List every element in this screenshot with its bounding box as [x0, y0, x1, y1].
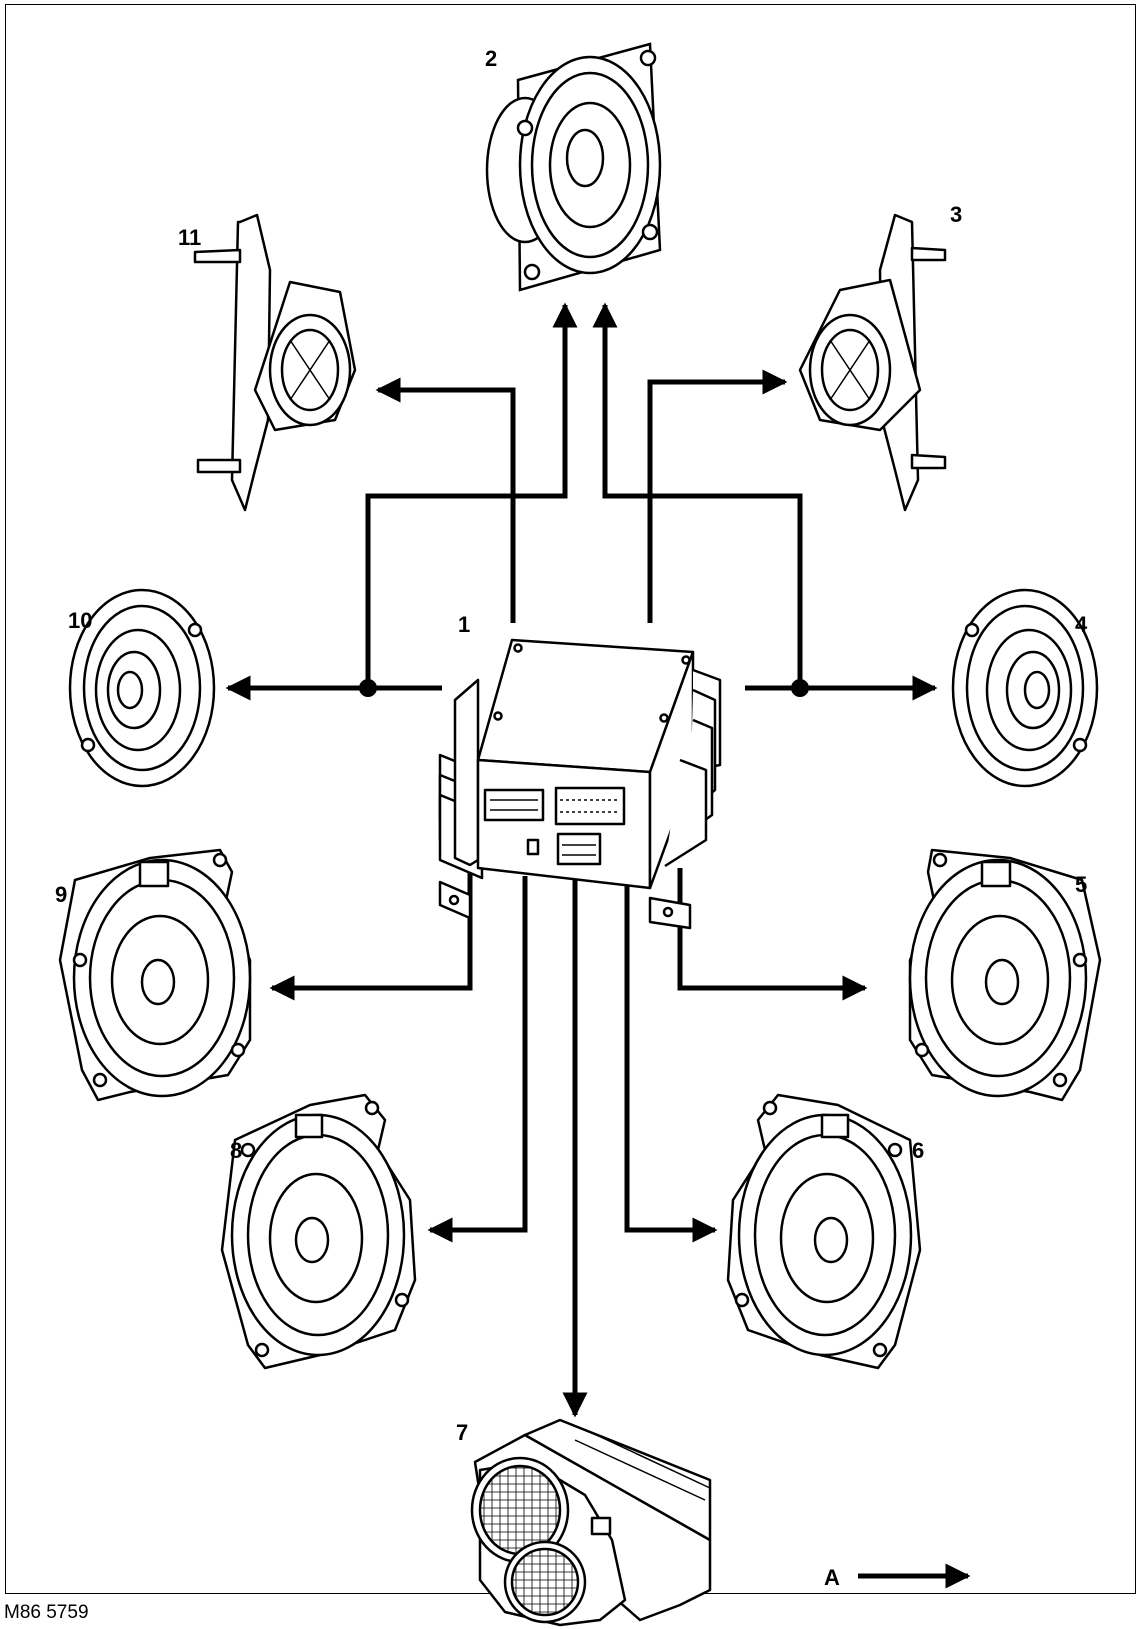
- callout-7: 7: [456, 1420, 468, 1445]
- speaker-6: [728, 1095, 920, 1368]
- link-to-speaker-11: [378, 390, 513, 623]
- callout-4: 4: [1075, 612, 1088, 637]
- tweeter-11: [195, 215, 355, 510]
- speaker-8: [222, 1095, 415, 1368]
- callout-5: 5: [1075, 872, 1087, 897]
- callout-2: 2: [485, 46, 497, 71]
- subwoofer-7: [472, 1420, 710, 1625]
- view-label-a: A: [824, 1565, 840, 1590]
- link-10-branch: [368, 496, 524, 688]
- callout-1: 1: [458, 612, 470, 637]
- link-to-speaker-8: [430, 876, 525, 1230]
- speaker-2: [487, 44, 660, 290]
- link-to-speaker-2a: [524, 305, 565, 496]
- speaker-9: [60, 850, 250, 1100]
- callout-10: 10: [68, 608, 92, 633]
- link-to-speaker-2b: [605, 305, 800, 696]
- callout-3: 3: [950, 202, 962, 227]
- junction-dot-right: [791, 679, 809, 697]
- callout-8: 8: [230, 1138, 242, 1163]
- junction-dot-left: [359, 679, 377, 697]
- speaker-5: [910, 850, 1100, 1100]
- figure-reference: M86 5759: [4, 1602, 89, 1624]
- callout-11: 11: [178, 225, 201, 250]
- link-to-speaker-6: [627, 876, 715, 1230]
- callout-6: 6: [912, 1138, 924, 1163]
- link-to-speaker-3: [650, 382, 785, 623]
- link-to-speaker-5: [680, 868, 865, 988]
- callout-9: 9: [55, 882, 67, 907]
- tweeter-3: [800, 215, 945, 510]
- view-arrow-a: A: [824, 1565, 968, 1590]
